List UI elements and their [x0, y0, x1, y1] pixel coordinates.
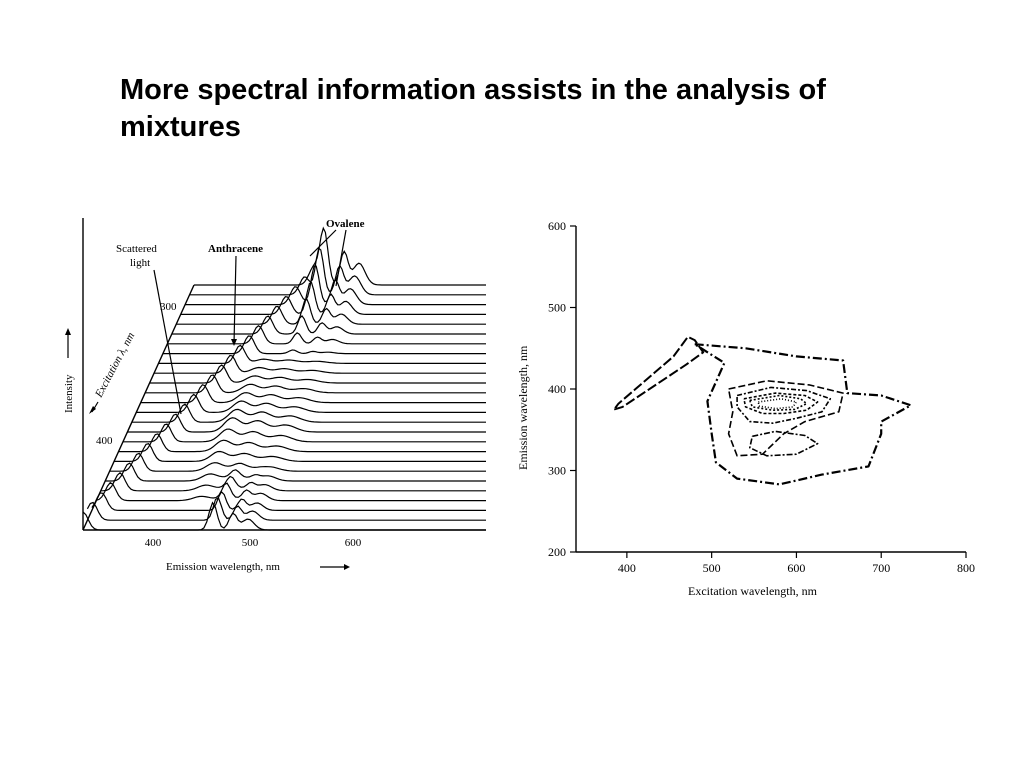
contour-ylabel: Emission wavelength, nm — [516, 345, 530, 470]
y-tick-label: 200 — [548, 545, 566, 559]
contour-lines — [613, 335, 912, 486]
inner-contour-line — [757, 398, 798, 410]
waterfall-figure: 400 500 600 Emission wavelength, nm Intens… — [56, 208, 496, 578]
annotation-scattered-light: light — [130, 257, 150, 269]
ovalene-pointer-1 — [309, 229, 337, 257]
x-tick-label: 500 — [703, 561, 721, 575]
spectrum-line — [131, 403, 486, 423]
spectrum-line — [158, 344, 486, 364]
spectrum-line — [189, 247, 486, 296]
annotation-ovalene: Ovalene — [326, 218, 365, 230]
waterfall-diagonal-axis — [82, 284, 195, 531]
ovalene-pointer-2 — [335, 229, 347, 287]
slide-title: More spectral information assists in the… — [120, 74, 826, 143]
spectrum-line — [82, 501, 486, 531]
scattered-light-pointer — [153, 269, 182, 415]
y-tick-label: 400 — [548, 382, 566, 396]
inner-contour-line — [743, 392, 819, 415]
spectrum-line — [145, 374, 486, 394]
spectrum-line — [118, 433, 486, 453]
spectrum-line — [140, 384, 486, 404]
spectrum-line — [180, 281, 486, 315]
annotation-scattered: Scattered — [116, 243, 157, 255]
arrow-up-head-icon — [65, 328, 71, 335]
spectrum-line — [167, 325, 486, 345]
y-tick-label: 500 — [548, 301, 566, 315]
spectrum-line — [96, 481, 486, 502]
spectrum-line — [136, 393, 486, 414]
contour-x-ticks: 400 500 600 700 800 — [618, 552, 975, 575]
contour-y-ticks: 200 300 400 500 600 — [548, 219, 576, 559]
arrow-down-left-head-icon — [89, 406, 96, 414]
spectrum-line — [114, 443, 486, 462]
arrow-right-head-icon — [344, 564, 350, 570]
spectrum-line — [171, 314, 486, 335]
anthracene-pointer-head-icon — [231, 339, 237, 346]
spectrum-line — [100, 471, 486, 492]
y-tick-label: 600 — [548, 219, 566, 233]
spectrum-line — [154, 354, 486, 374]
scatter-band-contour — [613, 335, 705, 411]
spectrum-line — [149, 364, 486, 384]
y-tick-label: 300 — [548, 464, 566, 478]
waterfall-xlabel: Emission wavelength, nm — [166, 561, 280, 573]
contour-plot: 200 300 400 500 600 400 500 600 700 800 Excitati… — [516, 219, 975, 598]
spectrum-line — [86, 496, 486, 521]
annotation-anthracene: Anthracene — [208, 243, 263, 255]
x-tick-label: 800 — [957, 561, 975, 575]
spectrum-line — [91, 490, 486, 511]
spectrum-line — [109, 452, 486, 472]
inner-contour-line — [727, 380, 844, 457]
spectrum-line — [127, 413, 486, 433]
x-tick-label: 600 — [345, 537, 362, 549]
z-tick-300: 300 — [160, 301, 177, 313]
inner-contour-line — [749, 394, 808, 411]
spectrum-line — [162, 335, 486, 355]
waterfall-plot: 400 500 600 Emission wavelength, nm Intens… — [63, 218, 486, 573]
anthracene-pointer — [233, 255, 237, 345]
waterfall-ylabel: Intensity — [63, 374, 75, 413]
x-tick-label: 400 — [145, 537, 162, 549]
waterfall-zlabel: Excitation λ, nm — [93, 330, 138, 400]
waterfall-spectra — [82, 226, 486, 531]
spectrum-line — [123, 423, 486, 443]
inner-contour-line — [736, 386, 832, 424]
waterfall-x-ticks: 400 500 600 — [145, 537, 362, 549]
contour-figure: 200 300 400 500 600 400 500 600 700 800 Excitati… — [510, 212, 990, 607]
spectrum-line — [105, 462, 486, 482]
spectrum-line — [194, 226, 486, 286]
x-tick-label: 400 — [618, 561, 636, 575]
x-tick-label: 600 — [787, 561, 805, 575]
inner-contour-line — [749, 430, 819, 457]
z-tick-400: 400 — [96, 435, 113, 447]
spectrum-line — [176, 298, 486, 325]
outer-contour-line — [694, 343, 912, 486]
x-tick-label: 700 — [872, 561, 890, 575]
contour-xlabel: Excitation wavelength, nm — [688, 584, 818, 598]
x-tick-label: 500 — [242, 537, 259, 549]
